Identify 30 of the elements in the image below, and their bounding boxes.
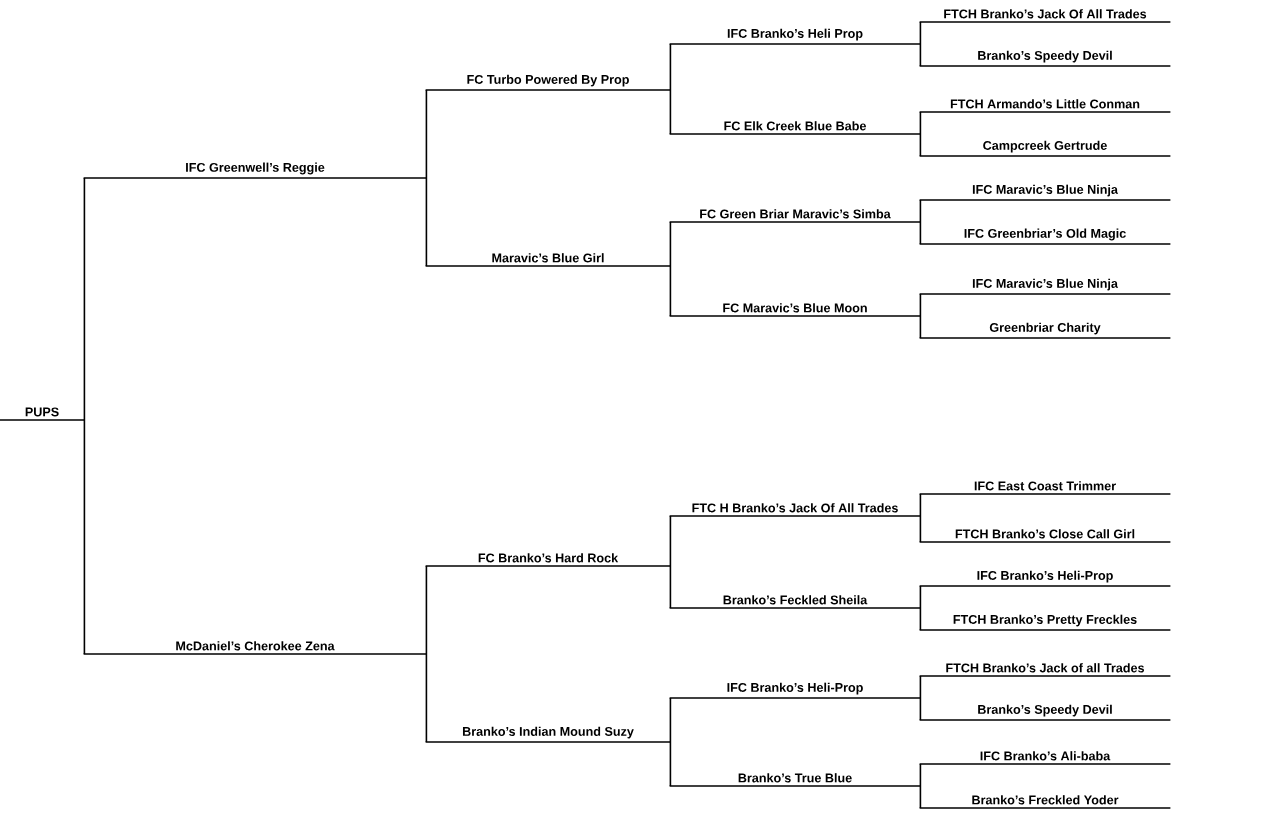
bracket-line xyxy=(425,653,428,743)
bracket-line xyxy=(425,565,428,655)
bracket-line xyxy=(919,675,922,699)
bracket-line xyxy=(669,565,672,609)
bracket-line xyxy=(919,785,922,809)
bracket-line xyxy=(919,493,922,517)
bracket-line xyxy=(919,585,922,609)
bracket-line xyxy=(919,697,922,721)
bracket-line xyxy=(919,133,922,157)
bracket-line xyxy=(425,89,428,179)
bracket-line xyxy=(919,293,922,317)
bracket-line xyxy=(669,221,672,267)
bracket-line xyxy=(669,43,672,91)
bracket-line xyxy=(919,315,922,339)
bracket-line xyxy=(919,21,922,45)
bracket-line xyxy=(919,199,922,223)
bracket-line xyxy=(669,697,672,743)
bracket-line xyxy=(919,221,922,245)
bracket-line xyxy=(919,763,922,787)
bracket-line xyxy=(669,741,672,787)
bracket-line xyxy=(83,419,86,655)
bracket-line xyxy=(669,89,672,135)
bracket-line xyxy=(669,265,672,317)
bracket-line xyxy=(919,607,922,631)
bracket-line xyxy=(919,111,922,135)
bracket-line xyxy=(83,177,86,421)
bracket-line xyxy=(919,515,922,543)
bracket-line xyxy=(919,43,922,67)
bracket-line xyxy=(425,177,428,267)
bracket-line xyxy=(669,515,672,567)
